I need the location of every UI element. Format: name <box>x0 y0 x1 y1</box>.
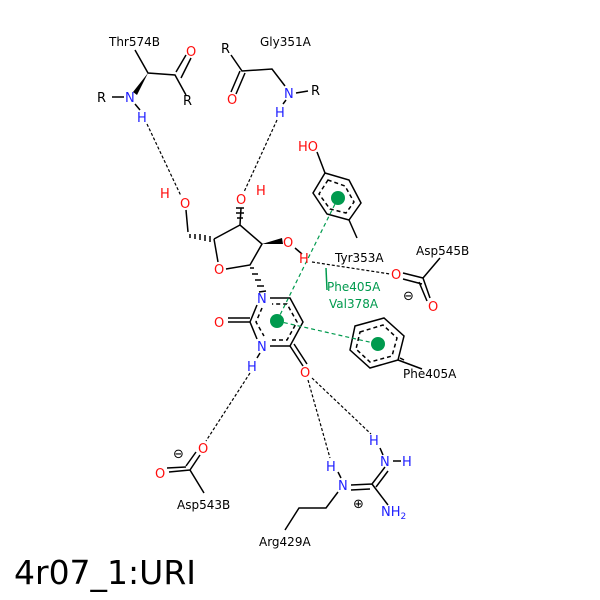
ring-centroid <box>331 191 345 205</box>
atom-labels: R N H O R R O N R H H O O H O O H HO O O… <box>97 42 438 522</box>
residue-label-tyr353a: Tyr353A <box>334 251 384 265</box>
atom-h: H <box>369 434 379 449</box>
atom-h: H <box>247 360 257 375</box>
atom-r: R <box>183 94 192 109</box>
atom-n: N <box>257 292 267 307</box>
atom-o: O <box>214 263 224 278</box>
pi-interactions <box>270 191 385 351</box>
atom-h: H <box>137 111 147 126</box>
residue-label-phe405a: Phe405A <box>403 367 457 381</box>
atom-h: H <box>402 455 412 470</box>
residue-label-arg429a: Arg429A <box>259 535 311 549</box>
atom-o: O <box>391 268 401 283</box>
atom-o: O <box>428 300 438 315</box>
residue-label-gly351a: Gly351A <box>260 35 312 49</box>
charge-minus: ⊖ <box>403 289 414 304</box>
subscript: 2 <box>401 512 407 522</box>
diagram-title: 4r07_1:URI <box>14 553 196 592</box>
hash-bonds <box>189 207 267 293</box>
hydrophobic-label-val378a: Val378A <box>329 297 379 311</box>
residue-labels: Thr574B Gly351A Tyr353A Asp545B Phe405A … <box>108 35 469 549</box>
atom-o: O <box>283 236 293 251</box>
atom-r: R <box>97 91 106 106</box>
ring-centroid <box>270 314 284 328</box>
atom-o: O <box>214 316 224 331</box>
ring-centroid <box>371 337 385 351</box>
atom-r: R <box>311 84 320 99</box>
atom-h: H <box>160 187 170 202</box>
bonds <box>112 49 441 531</box>
atom-nh2: NH <box>381 505 401 520</box>
atom-o: O <box>180 197 190 212</box>
residue-label-thr574b: Thr574B <box>108 35 160 49</box>
atom-n: N <box>125 91 135 106</box>
atom-o: O <box>236 193 246 208</box>
atom-o: O <box>198 442 208 457</box>
atom-n: N <box>284 87 294 102</box>
atom-h: H <box>256 184 266 199</box>
hydrogen-bonds <box>146 119 391 459</box>
atom-h: H <box>275 106 285 121</box>
atom-o: O <box>300 366 310 381</box>
atom-n: N <box>380 455 390 470</box>
atom-h: H <box>326 460 336 475</box>
atom-o: O <box>155 467 165 482</box>
residue-label-asp545b: Asp545B <box>416 244 469 258</box>
charge-minus: ⊖ <box>173 447 184 462</box>
atom-o: O <box>186 45 196 60</box>
atom-h: H <box>299 252 309 267</box>
atom-n: N <box>338 479 348 494</box>
hydrophobic-label-phe405a: Phe405A <box>327 280 381 294</box>
atom-n: N <box>257 340 267 355</box>
atom-r: R <box>221 42 230 57</box>
atom-ho: HO <box>298 140 318 155</box>
svg-text:NH2: NH2 <box>381 505 406 522</box>
atom-o: O <box>227 93 237 108</box>
charge-plus: ⊕ <box>353 497 364 512</box>
residue-label-asp543b: Asp543B <box>177 498 230 512</box>
